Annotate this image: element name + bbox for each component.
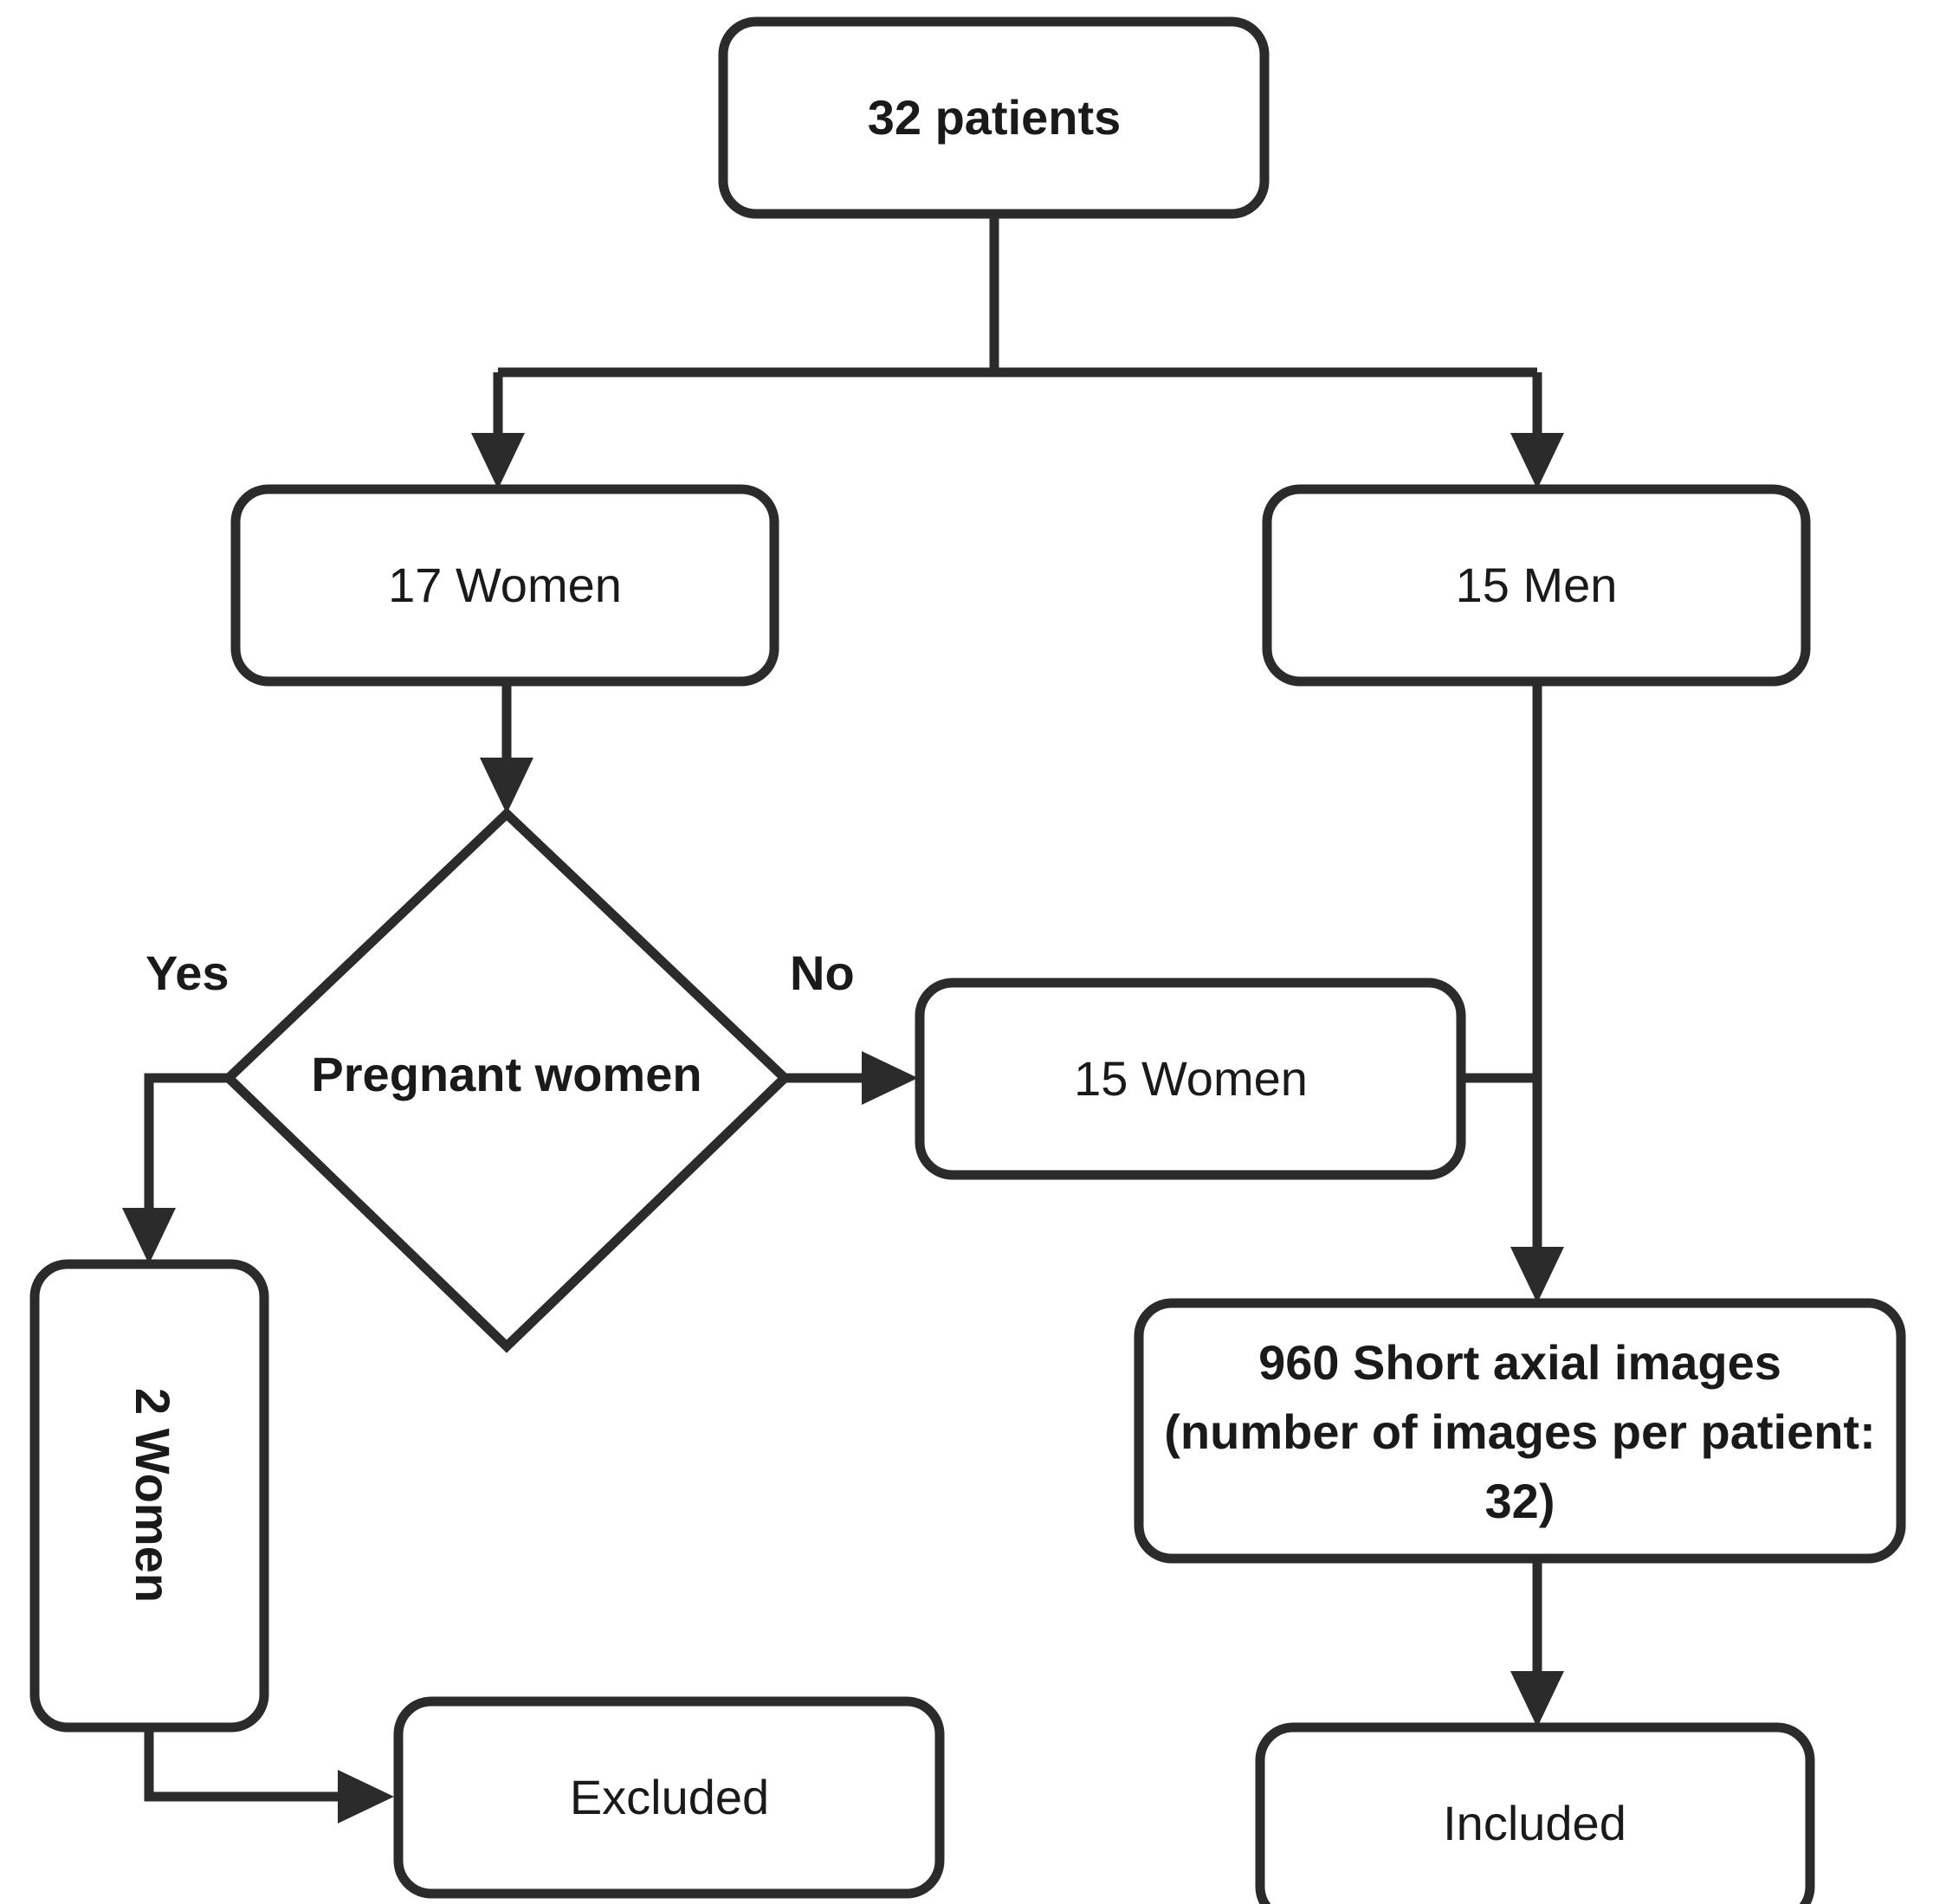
arrowhead-to-women2	[122, 1208, 176, 1264]
edge-label-no: No	[790, 946, 855, 1000]
node-960-short-axial-images-line3: 32)	[1485, 1474, 1555, 1528]
node-15-women-shape[interactable]	[915, 978, 1466, 1180]
node-2-women-shape[interactable]	[29, 1259, 269, 1733]
edge-label-yes: Yes	[145, 946, 230, 1000]
node-included[interactable]: Included	[1255, 1722, 1815, 1904]
node-excluded[interactable]: Excluded	[393, 1696, 945, 1899]
edge-pregnant-women15-no	[785, 1051, 918, 1105]
node-pregnant-women[interactable]: Pregnant women	[222, 807, 792, 1353]
node-included-label: Included	[1443, 1796, 1626, 1850]
node-15-men[interactable]: 15 Men	[1262, 484, 1811, 687]
node-17-women-label: 17 Women	[388, 558, 622, 612]
node-17-women-shape[interactable]	[230, 484, 779, 687]
edge-women2-excluded	[144, 1727, 394, 1823]
arrowhead-to-pregnant	[480, 758, 533, 814]
node-960-short-axial-images-shape[interactable]	[1134, 1298, 1906, 1564]
node-32-patients[interactable]: 32 patients	[718, 16, 1270, 219]
node-15-women-label: 15 Women	[1074, 1051, 1308, 1106]
node-15-men-shape[interactable]	[1262, 484, 1811, 687]
node-32-patients-label: 32 patients	[868, 90, 1122, 145]
edge-pregnant-women2-yes	[122, 1073, 228, 1264]
node-15-women[interactable]: 15 Women	[915, 978, 1466, 1180]
node-pregnant-women-shape[interactable]	[222, 807, 792, 1353]
node-included-shape[interactable]	[1255, 1722, 1815, 1904]
arrowhead-to-included	[1510, 1671, 1564, 1727]
node-960-short-axial-images-line1: 960 Short axial images	[1258, 1335, 1781, 1390]
node-960-short-axial-images[interactable]: 960 Short axial images (number of images…	[1134, 1298, 1906, 1564]
node-2-women-label: 2 Women	[126, 1388, 180, 1603]
arrowhead-to-women15	[862, 1051, 918, 1105]
edge-root-split	[471, 212, 1564, 489]
edge-women17-pregnant	[480, 680, 533, 814]
node-pregnant-women-label: Pregnant women	[311, 1047, 701, 1101]
node-960-short-axial-images-line2: (number of images per patient:	[1164, 1404, 1875, 1459]
node-excluded-shape[interactable]	[393, 1696, 945, 1899]
node-2-women[interactable]: 2 Women	[29, 1259, 269, 1733]
arrowhead-to-women17	[471, 433, 525, 489]
node-15-men-label: 15 Men	[1456, 558, 1618, 612]
node-17-women[interactable]: 17 Women	[230, 484, 779, 687]
arrowhead-to-images960	[1510, 1247, 1564, 1303]
node-excluded-label: Excluded	[570, 1770, 769, 1824]
arrowhead-to-excluded	[338, 1770, 394, 1823]
arrowhead-to-men15	[1510, 433, 1564, 489]
edge-men15-images960	[1459, 680, 1564, 1303]
edge-images960-included	[1510, 1559, 1564, 1727]
node-32-patients-shape[interactable]	[718, 16, 1270, 219]
